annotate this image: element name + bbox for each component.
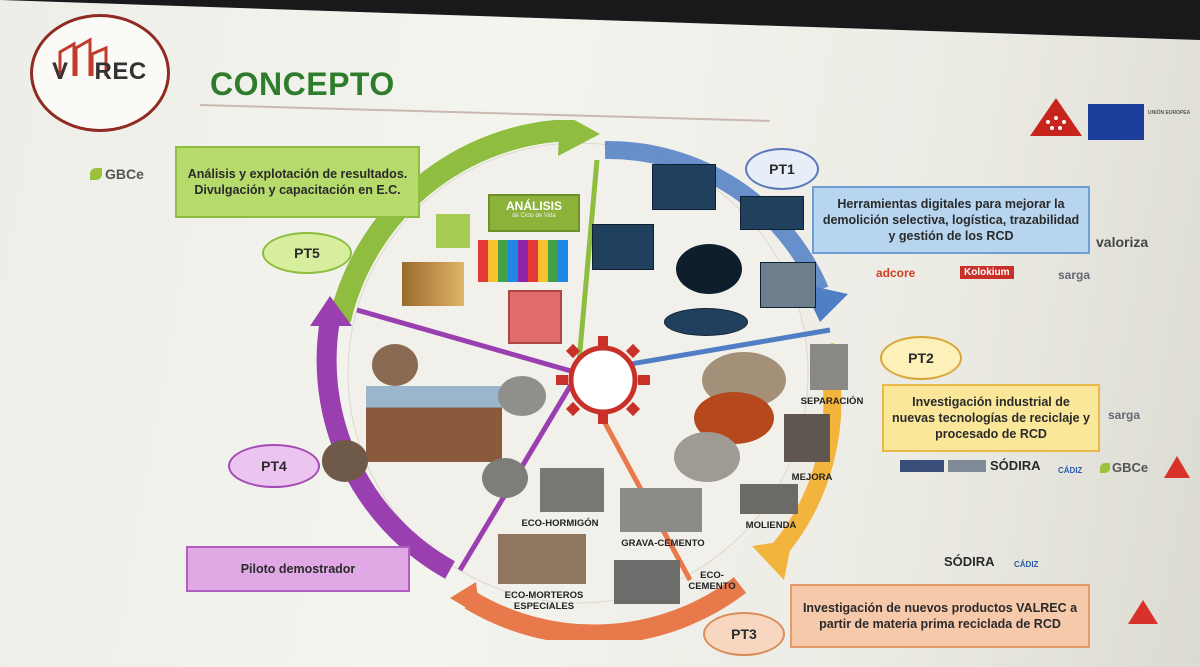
eco-cemento-image <box>614 560 680 604</box>
separation-machine-image <box>810 344 848 390</box>
warning-triangle-icon-2 <box>1128 600 1158 624</box>
pt1-flow-box-5 <box>664 308 748 336</box>
pilot-detail-4 <box>482 458 528 498</box>
product-eco-morteros: ECO-MORTEROS ESPECIALES <box>504 590 584 612</box>
partner-logo-blue <box>900 460 944 472</box>
eco-hormigon-image <box>540 468 604 512</box>
pilot-detail-2 <box>498 376 546 416</box>
eu-flag-icon <box>1088 104 1144 140</box>
warning-triangle-icon <box>1164 456 1190 478</box>
pt4-badge: PT4 <box>228 444 320 488</box>
sodira-logo-1: SÓDIRA <box>990 458 1041 473</box>
sarga-logo-2: sarga <box>1108 408 1141 422</box>
improvement-machine-image <box>784 414 830 462</box>
pilot-detail-1 <box>372 344 418 386</box>
pt3-description: Investigación de nuevos productos VALREC… <box>790 584 1090 648</box>
pt1-center-node <box>676 244 742 294</box>
pt1-flow-box-1 <box>652 164 716 210</box>
pt4-description: Piloto demostrador <box>186 546 410 592</box>
pt5-badge: PT5 <box>262 232 352 274</box>
pt5-description: Análisis y explotación de resultados. Di… <box>175 146 420 218</box>
gbce-leaf-icon <box>1100 462 1110 473</box>
cadiz-logo-1: CÁDIZ <box>1058 466 1083 475</box>
lca-subtitle: de Ciclo de Vida <box>512 213 556 219</box>
pt1-flow-box-2 <box>740 196 804 230</box>
gbce-logo-left: GBCe <box>90 166 144 182</box>
pilot-detail-3 <box>322 440 368 482</box>
step-separacion: SEPARACIÓN <box>800 396 864 407</box>
step-mejora: MEJORA <box>791 472 833 483</box>
sarga-logo-1: sarga <box>1058 268 1091 282</box>
sodira-logo-2: SÓDIRA <box>944 554 995 569</box>
gbce-label-right: GBCe <box>1112 460 1149 475</box>
partner-logo-gray <box>948 460 986 472</box>
valrec-wordmark: V REC <box>52 58 147 86</box>
pt1-badge: PT1 <box>745 148 819 190</box>
adcore-logo: adcore <box>876 266 916 280</box>
madrid-stars-icon <box>1030 98 1082 136</box>
page-title: CONCEPTO <box>210 66 395 102</box>
step-molienda: MOLIENDA <box>745 520 797 531</box>
pt1-flow-box-3 <box>592 224 654 270</box>
valoriza-logo: valoriza <box>1096 234 1149 250</box>
gear-icon <box>556 336 650 424</box>
pt1-description: Herramientas digitales para mejorar la d… <box>812 186 1090 254</box>
pt2-description: Investigación industrial de nuevas tecno… <box>882 384 1100 452</box>
product-grava-cemento: GRAVA-CEMENTO <box>621 538 705 549</box>
pilot-building-image <box>366 386 502 462</box>
lca-panel: ANÁLISIS de Ciclo de Vida <box>488 194 580 232</box>
pt2-badge: PT2 <box>880 336 962 380</box>
lca-title: ANÁLISIS <box>505 199 562 213</box>
sdg-grid-image <box>478 240 568 282</box>
cadiz-logo-2: CÁDIZ <box>1014 560 1039 569</box>
milling-machine-image <box>740 484 798 514</box>
gbce-logo-right: GBCe <box>1100 460 1148 475</box>
valrec-logo <box>30 14 170 132</box>
gbce-label: GBCe <box>105 166 144 182</box>
buildings-icon <box>58 37 108 76</box>
eco-morteros-image <box>498 534 586 584</box>
product-eco-hormigon: ECO-HORMIGÓN <box>521 518 599 529</box>
product-eco-cemento: ECO-CEMENTO <box>688 570 736 592</box>
report-cover-image <box>508 290 562 344</box>
recycle-bin-icon <box>436 214 470 248</box>
aggregate-sample-3 <box>674 432 740 482</box>
kolokium-logo: Kolokium <box>960 266 1014 279</box>
logo-v: V <box>52 58 69 85</box>
growth-chart-icon <box>402 262 464 306</box>
logo-rec: REC <box>94 58 147 85</box>
gbce-leaf-icon <box>90 168 102 180</box>
pt1-flow-box-4 <box>760 262 816 308</box>
eu-label: UNIÓN EUROPEA <box>1148 110 1191 116</box>
pt3-badge: PT3 <box>703 612 785 656</box>
grava-cemento-image <box>620 488 702 532</box>
